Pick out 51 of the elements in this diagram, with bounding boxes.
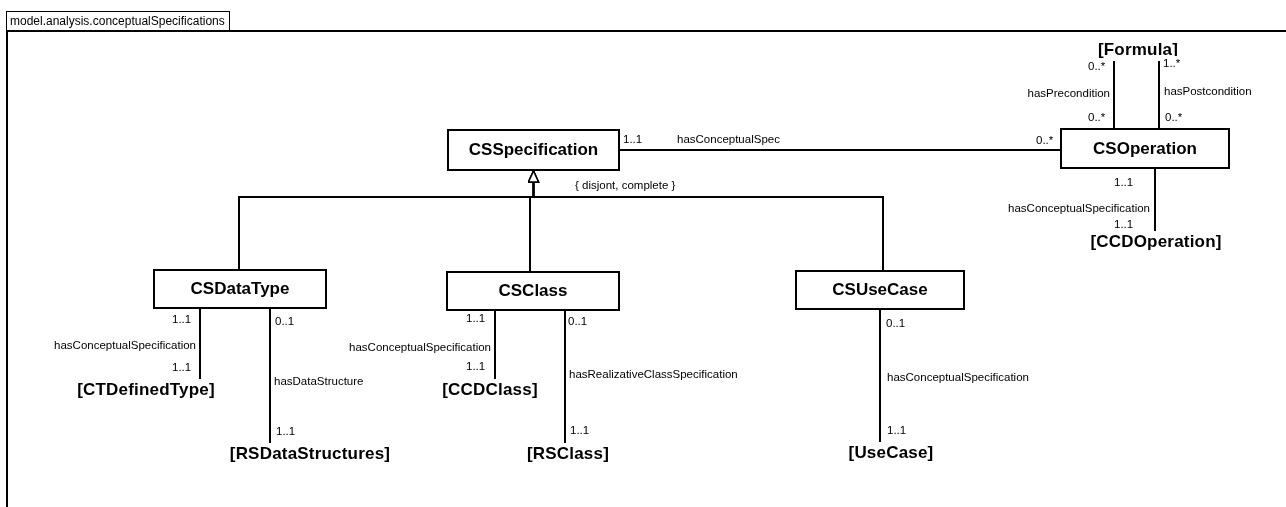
association-line xyxy=(1113,60,1115,129)
multiplicity-label: 0..* xyxy=(1165,110,1183,124)
multiplicity-label: 1..1 xyxy=(1114,175,1134,189)
multiplicity-label: 1..1 xyxy=(887,423,907,437)
edge-label: hasConceptualSpecification xyxy=(1008,201,1150,215)
association-line xyxy=(199,308,201,380)
multiplicity-label: 1..1 xyxy=(570,423,590,437)
multiplicity-label: 1..1 xyxy=(276,424,296,438)
reference-name: [RSClass] xyxy=(526,444,610,464)
edge-label: hasRealizativeClassSpecification xyxy=(569,367,738,381)
reference-name: [UseCase] xyxy=(848,443,934,463)
edge-label: hasConceptualSpecification xyxy=(887,370,1029,384)
multiplicity-label: 0..1 xyxy=(568,314,588,328)
multiplicity-label: 0..* xyxy=(1036,133,1054,147)
multiplicity-label: 0..* xyxy=(1088,110,1106,124)
multiplicity-label: 0..1 xyxy=(886,316,906,330)
multiplicity-label: 1..1 xyxy=(1114,217,1134,231)
association-line xyxy=(879,309,881,443)
reference-name: [CCDOperation] xyxy=(1090,232,1222,252)
class-box: CSUseCase xyxy=(795,270,965,310)
association-line xyxy=(619,149,1061,151)
class-box: CSSpecification xyxy=(447,129,620,171)
edge-label: hasConceptualSpec xyxy=(677,132,780,146)
package-name: model.analysis.conceptualSpecifications xyxy=(6,11,230,30)
association-line xyxy=(269,308,271,444)
edge-label: hasPrecondition xyxy=(1027,86,1110,100)
edge-label: hasConceptualSpecification xyxy=(349,340,491,354)
multiplicity-label: 1..1 xyxy=(172,312,192,326)
package-frame xyxy=(6,11,1286,507)
reference-name: [CTDefinedType] xyxy=(77,380,215,400)
multiplicity-label: 1..1 xyxy=(466,311,486,325)
class-box: CSOperation xyxy=(1060,128,1230,169)
multiplicity-label: 1..* xyxy=(1163,56,1181,70)
association-line xyxy=(1154,168,1156,232)
multiplicity-label: 1..1 xyxy=(623,132,643,146)
multiplicity-label: 0..1 xyxy=(275,314,295,328)
reference-name: [RSDataStructures] xyxy=(229,444,391,464)
reference-name: [CCDClass] xyxy=(442,380,538,400)
class-box: CSClass xyxy=(446,271,620,311)
association-line xyxy=(494,310,496,380)
generalization-arrow xyxy=(527,170,884,271)
edge-label: hasDataStructure xyxy=(274,374,364,388)
edge-label: hasConceptualSpecification xyxy=(54,338,196,352)
association-line xyxy=(564,310,566,444)
edge-label: hasPostcondition xyxy=(1164,84,1252,98)
multiplicity-label: 1..1 xyxy=(466,359,486,373)
multiplicity-label: 0..* xyxy=(1088,59,1106,73)
class-box: CSDataType xyxy=(153,269,327,309)
association-line xyxy=(1158,60,1160,129)
constraint-label: { disjont, complete } xyxy=(575,178,676,192)
multiplicity-label: 1..1 xyxy=(172,360,192,374)
